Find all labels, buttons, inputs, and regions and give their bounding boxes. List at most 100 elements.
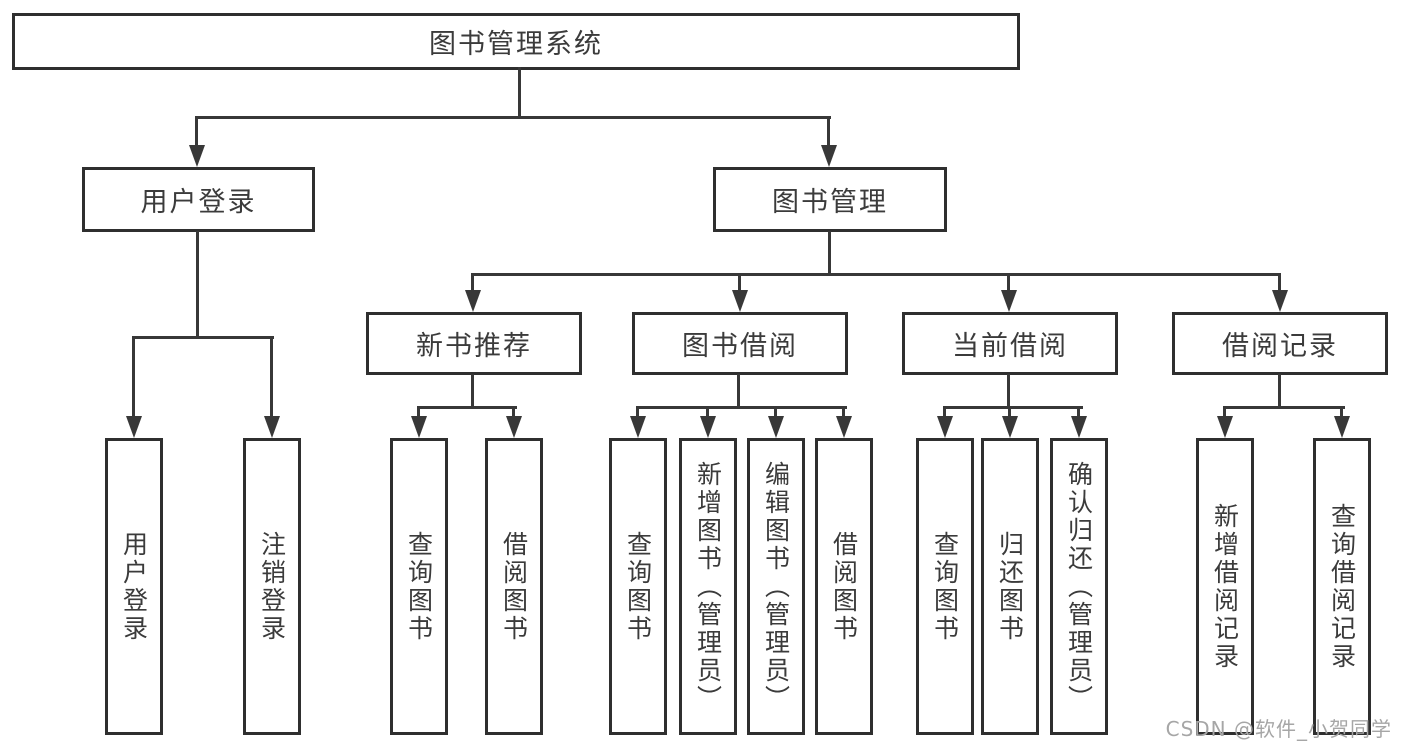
connector-vline [196,231,199,338]
arrow-stem [417,406,420,420]
arrow-down [768,406,784,438]
arrow-stem [706,406,709,420]
arrow-stem [636,406,639,420]
arrowhead-down-icon [465,290,481,312]
leaf-borrow-books-2: 借阅图书 [815,438,873,735]
arrow-down [630,406,646,438]
leaf-borrow-books-1: 借阅图书 [485,438,543,735]
connector-vline [737,374,740,408]
arrow-stem [1340,406,1343,420]
arrow-down [821,116,837,167]
connector-vline [828,231,831,275]
node-label: 图书管理 [772,187,888,218]
arrowhead-down-icon [821,145,837,167]
leaf-add-books-admin: 新增图书（管理员） [679,438,737,735]
arrowhead-down-icon [189,145,205,167]
connector-hline [471,273,1281,276]
arrow-down [264,336,280,438]
arrowhead-down-icon [1272,290,1288,312]
arrowhead-down-icon [411,416,427,438]
leaf-label: 注销登录 [257,530,287,643]
arrow-down [1001,273,1017,312]
node-label: 用户登录 [140,187,257,218]
arrowhead-down-icon [836,416,852,438]
leaf-label: 查询图书 [404,530,434,643]
arrowhead-down-icon [1002,416,1018,438]
node-label: 图书管理系统 [429,29,603,60]
arrow-down [732,273,748,312]
arrowhead-down-icon [264,416,280,438]
arrow-down [465,273,481,312]
leaf-label: 借阅图书 [499,530,529,643]
arrowhead-down-icon [700,416,716,438]
leaf-edit-books-admin: 编辑图书（管理员） [747,438,805,735]
node-book-management: 图书管理 [713,167,947,232]
node-borrow-records: 借阅记录 [1172,312,1388,375]
node-current-borrow: 当前借阅 [902,312,1118,375]
node-new-book-recommend: 新书推荐 [366,312,582,375]
arrow-down [1272,273,1288,312]
leaf-query-books-3: 查询图书 [916,438,974,735]
arrow-stem [842,406,845,420]
leaf-label: 查询借阅记录 [1327,502,1357,671]
arrow-down [1071,406,1087,438]
arrow-down [700,406,716,438]
leaf-label: 借阅图书 [829,530,859,643]
arrow-stem [1278,273,1281,294]
arrow-stem [512,406,515,420]
watermark-text: CSDN @软件_小贺同学 [1165,717,1392,741]
connector-hline [943,406,1083,409]
arrowhead-down-icon [506,416,522,438]
arrowhead-down-icon [1071,416,1087,438]
arrow-stem [1223,406,1226,420]
arrow-stem [471,273,474,294]
arrowhead-down-icon [768,416,784,438]
arrow-stem [738,273,741,294]
leaf-label: 编辑图书（管理员） [761,460,791,713]
leaf-label: 归还图书 [995,530,1025,643]
arrow-down [411,406,427,438]
arrowhead-down-icon [630,416,646,438]
connector-hline [417,406,517,409]
leaf-query-books-2: 查询图书 [609,438,667,735]
leaf-label: 查询图书 [623,530,653,643]
arrow-down [836,406,852,438]
connector-vline [1278,374,1281,408]
node-label: 新书推荐 [416,331,532,362]
arrow-down [1002,406,1018,438]
connector-hline [1223,406,1345,409]
arrow-down [506,406,522,438]
leaf-query-borrow-record: 查询借阅记录 [1313,438,1371,735]
leaf-label: 新增借阅记录 [1210,502,1240,671]
node-user-login: 用户登录 [82,167,315,232]
arrow-down [189,116,205,167]
connector-hline [636,406,847,409]
leaf-return-books: 归还图书 [981,438,1039,735]
leaf-label: 新增图书（管理员） [693,460,723,713]
arrowhead-down-icon [1001,290,1017,312]
node-label: 借阅记录 [1222,331,1338,362]
arrow-down [1334,406,1350,438]
arrow-stem [827,116,830,149]
node-library-system: 图书管理系统 [12,13,1020,70]
arrow-stem [1077,406,1080,420]
leaf-query-books-1: 查询图书 [390,438,448,735]
node-book-borrow: 图书借阅 [632,312,848,375]
arrowhead-down-icon [1334,416,1350,438]
arrow-stem [195,116,198,149]
leaf-logout-login: 注销登录 [243,438,301,735]
node-label: 当前借阅 [952,331,1068,362]
arrow-down [1217,406,1233,438]
connector-vline [471,374,474,409]
arrow-stem [132,336,135,420]
arrowhead-down-icon [732,290,748,312]
arrow-stem [774,406,777,420]
connector-vline [518,67,521,118]
leaf-label: 用户登录 [119,530,149,643]
arrow-stem [1008,406,1011,420]
arrow-stem [943,406,946,420]
leaf-add-borrow-record: 新增借阅记录 [1196,438,1254,735]
node-label: 图书借阅 [682,331,798,362]
connector-vline [1007,374,1010,408]
